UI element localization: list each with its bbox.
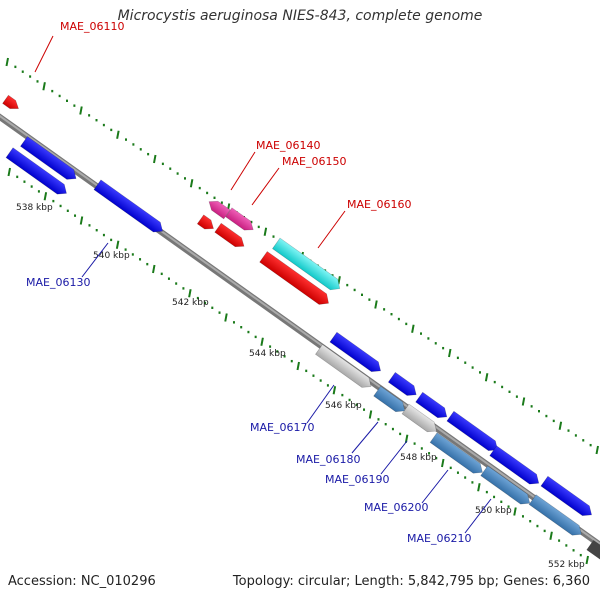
- tick-labels: 538 kbp 540 kbp 542 kbp 544 kbp 546 kbp …: [16, 203, 585, 570]
- major-tick: [79, 106, 83, 115]
- major-tick: [332, 386, 337, 395]
- major-tick: [549, 531, 553, 540]
- major-tick: [79, 216, 84, 225]
- genome-backbone-highlight: [0, 114, 600, 546]
- gene-feature-mae-06190[interactable]: [401, 403, 440, 436]
- leader-line: [251, 167, 280, 206]
- tick-label: 540 kbp: [93, 251, 130, 261]
- leader-line: [317, 210, 346, 249]
- gene-label-mae-06110[interactable]: MAE_06110: [60, 20, 124, 33]
- backbone-end-segment: [586, 540, 600, 560]
- leader-line: [34, 35, 54, 73]
- major-tick: [441, 458, 445, 468]
- major-tick: [296, 361, 300, 371]
- major-tick: [585, 555, 589, 565]
- major-tick: [484, 373, 489, 382]
- genome-summary-text: Topology: circular; Length: 5,842,795 bp…: [232, 574, 590, 589]
- tick-label: 544 kbp: [249, 349, 286, 359]
- major-tick: [558, 421, 563, 430]
- leader-line: [230, 151, 256, 191]
- major-tick: [513, 507, 517, 516]
- major-tick: [115, 240, 120, 249]
- gene-label-mae-06160[interactable]: MAE_06160: [347, 198, 411, 211]
- leader-line: [421, 469, 449, 504]
- gene-feature[interactable]: [387, 371, 419, 399]
- gene-label-mae-06210[interactable]: MAE_06210: [407, 532, 471, 545]
- tick-label: 542 kbp: [172, 298, 209, 308]
- gene-label-mae-06130[interactable]: MAE_06130: [26, 276, 90, 289]
- major-tick: [595, 445, 599, 455]
- accession-text: Accession: NC_010296: [8, 574, 156, 589]
- gene-label-mae-06170[interactable]: MAE_06170: [250, 421, 314, 434]
- tick-label: 538 kbp: [16, 203, 53, 213]
- gene-feature[interactable]: [446, 410, 501, 454]
- gene-label-mae-06150[interactable]: MAE_06150: [282, 155, 346, 168]
- major-tick: [337, 276, 341, 285]
- gene-feature-mae-06160[interactable]: [272, 237, 343, 294]
- gene-feature[interactable]: [540, 475, 595, 519]
- major-tick: [263, 227, 268, 236]
- gene-label-mae-06190[interactable]: MAE_06190: [325, 473, 389, 486]
- major-tick: [224, 313, 228, 322]
- gene-feature-mae-06180[interactable]: [373, 385, 409, 416]
- leader-lines: [34, 35, 492, 534]
- gene-feature-mae-06140[interactable]: [206, 197, 231, 220]
- tick-label: 550 kbp: [475, 506, 512, 516]
- gene-feature[interactable]: [480, 465, 534, 508]
- gene-feature-mae-06210[interactable]: [528, 494, 585, 540]
- gene-label-mae-06140[interactable]: MAE_06140: [256, 139, 320, 152]
- gene-label-mae-06200[interactable]: MAE_06200: [364, 501, 428, 514]
- major-tick: [189, 179, 194, 188]
- major-tick: [368, 410, 373, 419]
- major-tick: [152, 264, 156, 274]
- inner-tick-ring: [7, 167, 589, 565]
- leader-line: [306, 384, 335, 424]
- major-tick: [5, 57, 9, 67]
- gene-feature[interactable]: [196, 214, 216, 233]
- gene-labels: MAE_06110 MAE_06140 MAE_06150 MAE_06160 …: [26, 20, 471, 545]
- major-tick: [7, 167, 11, 177]
- gene-feature[interactable]: [329, 331, 384, 375]
- gene-feature-mae-06200[interactable]: [429, 432, 486, 478]
- major-tick: [153, 154, 157, 164]
- leader-line: [464, 498, 492, 534]
- major-tick: [411, 324, 415, 333]
- gene-label-mae-06180[interactable]: MAE_06180: [296, 453, 360, 466]
- gene-feature[interactable]: [214, 222, 247, 251]
- gene-feature-mae-06130[interactable]: [93, 179, 166, 236]
- major-tick: [448, 348, 452, 358]
- major-tick: [374, 300, 378, 309]
- tick-label: 552 kbp: [548, 560, 585, 570]
- gene-feature-mae-06170[interactable]: [315, 344, 374, 392]
- major-tick: [42, 82, 46, 91]
- tick-label: 548 kbp: [400, 453, 437, 463]
- major-tick: [116, 130, 120, 139]
- map-title: Microcystis aeruginosa NIES-843, complet…: [117, 8, 483, 24]
- gene-feature[interactable]: [259, 251, 333, 308]
- major-tick: [43, 192, 48, 201]
- tick-label: 546 kbp: [325, 401, 362, 411]
- gene-feature-mae-06150[interactable]: [225, 207, 257, 234]
- major-tick: [260, 337, 264, 346]
- gene-feature[interactable]: [5, 147, 70, 198]
- leader-line: [81, 242, 109, 278]
- gene-feature[interactable]: [415, 391, 451, 422]
- gene-feature[interactable]: [489, 445, 543, 488]
- leader-line: [380, 440, 408, 475]
- gene-feature-mae-06110[interactable]: [2, 94, 22, 112]
- gene-feature[interactable]: [20, 136, 79, 184]
- major-tick: [477, 483, 481, 492]
- major-tick: [521, 397, 526, 406]
- leader-line: [351, 421, 379, 454]
- major-tick: [188, 289, 192, 298]
- feature-track: [2, 94, 595, 540]
